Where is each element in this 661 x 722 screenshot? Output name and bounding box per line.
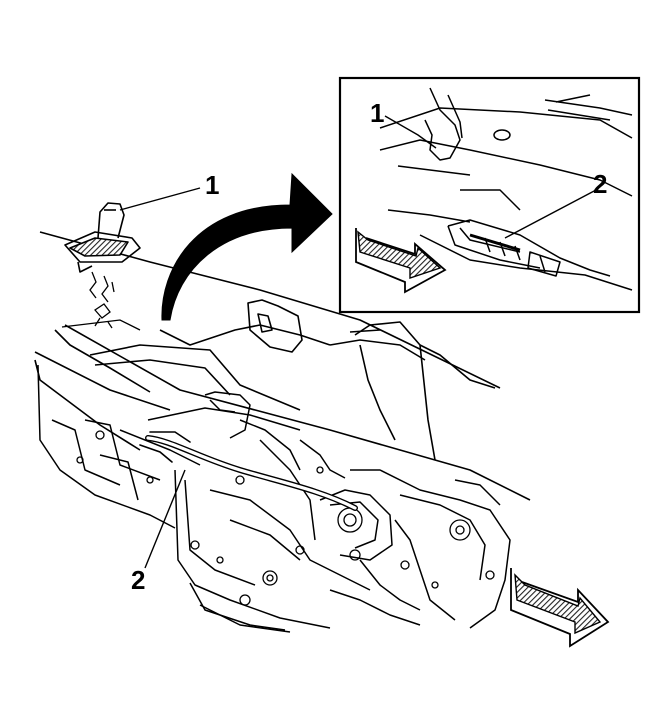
hatched-right-arrow-icon	[510, 568, 610, 648]
curved-arrow-icon	[161, 172, 333, 321]
shift-cable	[139, 431, 358, 511]
shifter-bracket-component	[64, 202, 141, 273]
retaining-clips	[61, 271, 141, 331]
callout-1-main: 1	[205, 170, 220, 200]
transmission-assembly	[37, 364, 511, 633]
leader-lines-main	[119, 187, 201, 569]
hatched-right-arrow-icon	[355, 228, 447, 294]
callout-2-inset: 2	[593, 169, 608, 199]
inset-connector	[447, 219, 611, 277]
frame-crossmember	[34, 231, 531, 501]
inset-detail-drawing	[379, 87, 633, 291]
leader-lines-inset	[384, 115, 597, 239]
callout-1-inset: 1	[370, 98, 385, 128]
callout-2-main: 2	[131, 565, 146, 595]
